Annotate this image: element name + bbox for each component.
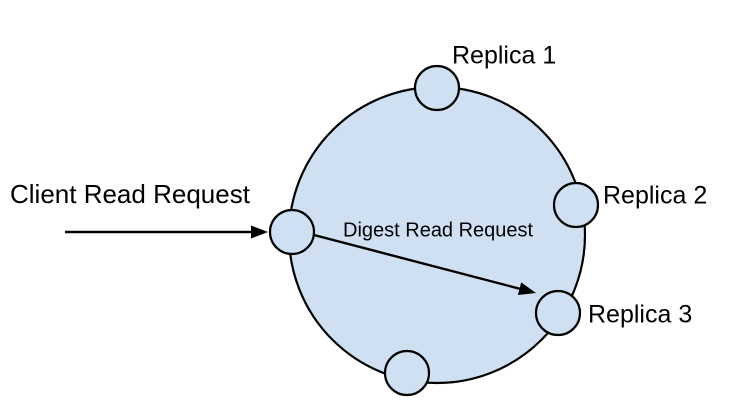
node-replica-1[interactable] <box>413 64 461 112</box>
node-replica-3[interactable] <box>534 289 582 337</box>
client-read-request-arrowhead <box>251 225 268 239</box>
node-bottom[interactable] <box>383 349 431 397</box>
replica-1-label: Replica 1 <box>452 42 556 70</box>
digest-read-request-arrow-line <box>313 233 524 291</box>
replica-3-label: Replica 3 <box>588 301 692 329</box>
node-coordinator[interactable] <box>268 208 316 256</box>
digest-read-request-label: Digest Read Request <box>343 219 534 241</box>
node-replica-2[interactable] <box>552 181 600 229</box>
replica-2-label: Replica 2 <box>603 182 707 210</box>
client-read-request-label: Client Read Request <box>10 179 251 209</box>
digest-read-request-arrowhead <box>517 282 536 295</box>
